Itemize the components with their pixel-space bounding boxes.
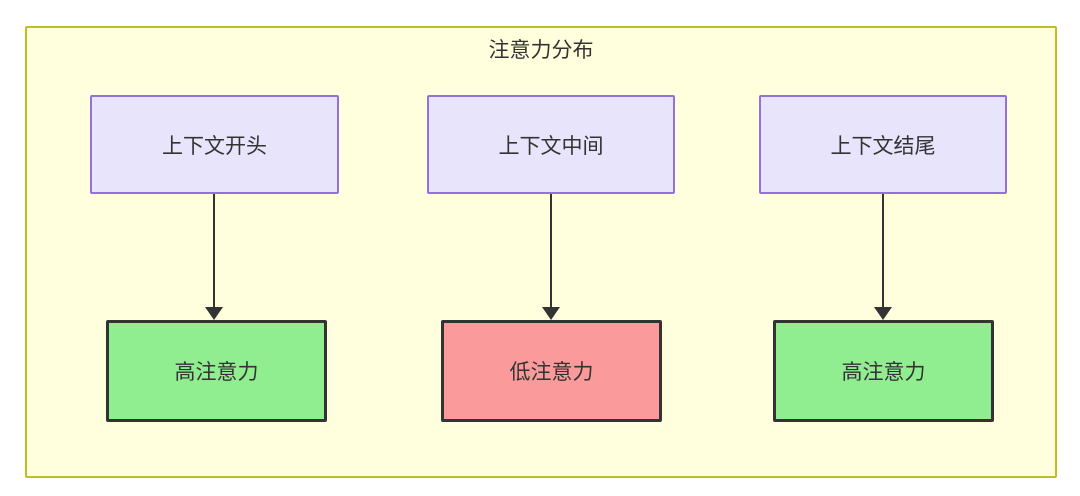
edge-middle-to-low-attention	[550, 194, 552, 308]
attention-distribution-subgraph: 注意力分布 上下文开头 高注意力 上下文中间 低注意力 上下文结尾 高注意力	[25, 26, 1057, 478]
attention-node-high-start[interactable]: 高注意力	[106, 320, 327, 422]
attention-node-low-middle-label: 低注意力	[509, 361, 594, 384]
attention-node-low-middle[interactable]: 低注意力	[441, 320, 662, 422]
context-node-middle-label: 上下文中间	[498, 134, 604, 158]
attention-node-high-end-label: 高注意力	[841, 361, 926, 384]
context-node-end-label: 上下文结尾	[830, 134, 936, 158]
attention-node-high-end[interactable]: 高注意力	[773, 320, 994, 422]
context-node-start-label: 上下文开头	[162, 134, 267, 158]
context-node-middle[interactable]: 上下文中间	[427, 95, 675, 194]
context-node-end[interactable]: 上下文结尾	[759, 95, 1007, 194]
subgraph-title: 注意力分布	[488, 39, 594, 62]
edge-start-to-high-attention	[213, 194, 215, 308]
arrowhead-icon-start	[205, 307, 223, 320]
attention-node-high-start-label: 高注意力	[174, 361, 259, 384]
edge-end-to-high-attention	[882, 194, 884, 308]
arrowhead-icon-middle	[542, 307, 560, 320]
arrowhead-icon-end	[874, 307, 892, 320]
context-node-start[interactable]: 上下文开头	[90, 95, 339, 194]
